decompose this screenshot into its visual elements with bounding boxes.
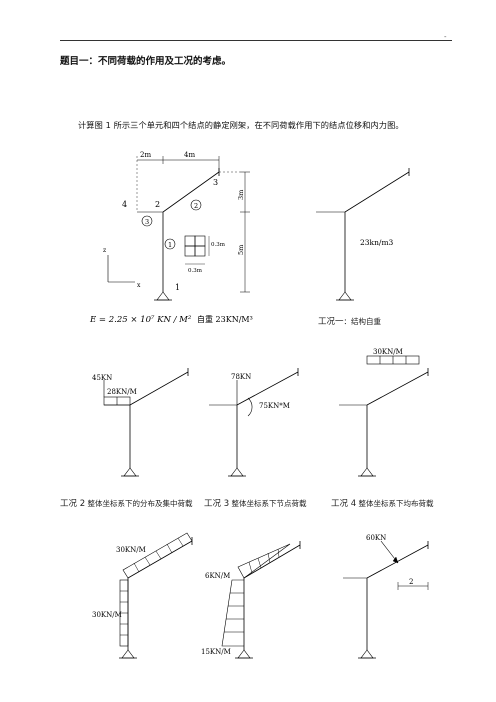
- case6-bottom-load: 15KN/M: [201, 648, 231, 656]
- selfweight-label: 自重 23KN/M³: [197, 314, 253, 324]
- case2-caption: 工况 2 整体坐标系下的分布及集中荷载: [60, 499, 193, 509]
- dim-5m: 5m: [237, 245, 245, 255]
- case3-caption: 工况 3 整体坐标系下节点荷载: [204, 499, 307, 509]
- case1-load-label: 23kn/m3: [360, 238, 394, 247]
- case4-caption: 工况 4 整体坐标系下均布荷载: [331, 499, 434, 509]
- dim-4m: 4m: [184, 151, 195, 159]
- case5-column-load: 30KN/M: [92, 611, 122, 619]
- dim-3m: 3m: [237, 190, 245, 200]
- node-2-label: 2: [155, 200, 160, 209]
- dim-03m-vertical: 0.3m: [211, 242, 226, 248]
- case7-dimension: 2: [409, 578, 413, 586]
- header-rule: [60, 40, 452, 41]
- case5-rafter-load: 30KN/M: [116, 546, 146, 554]
- header-mark: -: [444, 33, 447, 41]
- case3-moment-load: 75KN*M: [259, 402, 290, 410]
- rafter-element: [162, 171, 220, 213]
- case7-point-load: 60KN: [366, 534, 386, 542]
- case3-point-load: 78KN: [231, 373, 251, 381]
- case4-distributed-load: 30KN/M: [373, 348, 403, 356]
- case2-point-load: 45KN: [92, 374, 112, 382]
- modulus-formula: E = 2.25 × 10⁷ KN / M²: [89, 315, 192, 325]
- case1-caption: 工况一：结构自重: [318, 317, 382, 327]
- intro-paragraph: 计算图 1 所示三个单元和四个结点的静定刚架，在不同荷载作用下的结点位移和内力图…: [78, 120, 404, 130]
- section-title: 题目一：不同荷载的作用及工况的考虑。: [60, 56, 232, 67]
- axis-z-label: z: [103, 247, 106, 254]
- case2-distributed-load: 28KN/M: [107, 388, 137, 396]
- element-2-label: 2: [194, 202, 198, 210]
- axis-x-label: x: [137, 282, 141, 289]
- dim-03m-horizontal: 0.3m: [188, 268, 203, 274]
- case6-top-load: 6KN/M: [205, 572, 230, 580]
- element-3-label: 3: [145, 218, 149, 226]
- node-1-label: 1: [175, 283, 180, 292]
- element-1-label: 1: [168, 241, 172, 249]
- dim-2m: 2m: [140, 151, 151, 159]
- node-4-label: 4: [122, 200, 127, 209]
- node-3-label: 3: [213, 178, 218, 187]
